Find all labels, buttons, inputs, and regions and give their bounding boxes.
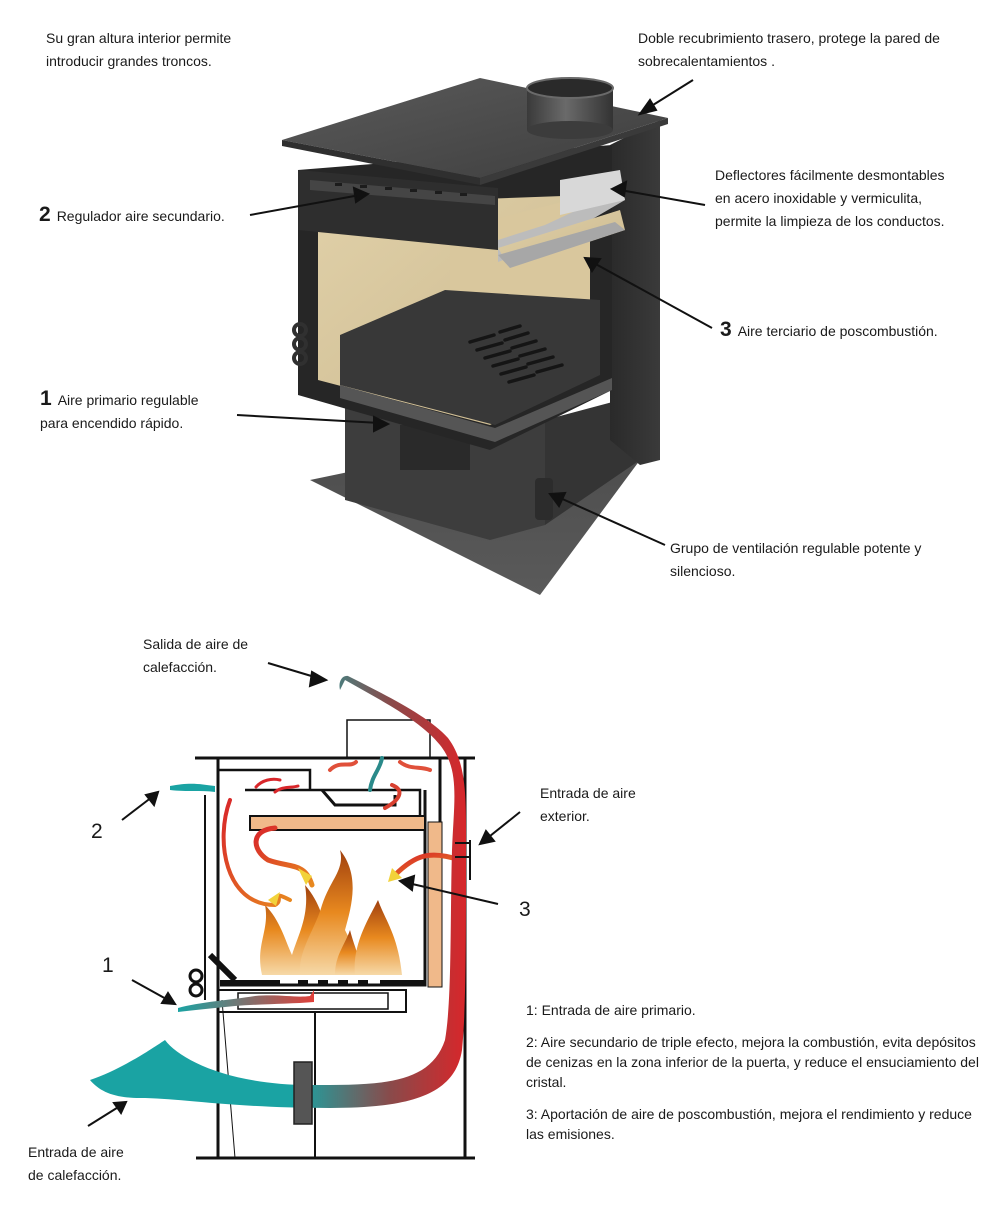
callout-text: exterior. [540, 808, 590, 824]
door-hinge [292, 322, 308, 366]
callout-number: 3 [720, 318, 732, 341]
exterior-air-fitting [455, 840, 471, 880]
callout-text: Doble recubrimiento trasero, protege la … [638, 30, 940, 46]
fan-unit [293, 1061, 313, 1125]
flames [260, 850, 402, 975]
legend-item-1: 1: Entrada de aire primario. [526, 1002, 696, 1018]
callout-text: de calefacción. [28, 1167, 122, 1183]
callout-primary-air: 1 Aire primario regulable para encendido … [40, 387, 199, 435]
callout-text: Aire primario regulable [57, 392, 199, 408]
body-right-side [610, 120, 660, 465]
callout-text: silencioso. [670, 563, 736, 579]
primary-air-inlet [178, 990, 314, 1012]
callout-text: calefacción. [143, 659, 217, 675]
heating-air-duct [90, 675, 467, 1108]
secondary-air-inlet [170, 783, 215, 792]
vermiculite-side [427, 821, 443, 988]
grate-slots [468, 324, 564, 384]
fan-intake [535, 478, 553, 520]
secondary-air-regulator [298, 170, 498, 250]
callout-heating-inlet: Entrada de aire de calefacción. [28, 1141, 124, 1187]
legend: 1: Entrada de aire primario. 2: Aire sec… [526, 1000, 986, 1156]
callout-interior-height: Su gran altura interior permite introduc… [46, 27, 231, 73]
vermiculite-baffle [249, 815, 426, 831]
callout-tertiary-air: 3 Aire terciario de poscombustión. [720, 318, 938, 343]
marker-3: 3 [519, 898, 531, 921]
flow-arrowhead [388, 868, 402, 882]
legend-item-2: 2: Aire secundario de triple efecto, mej… [526, 1034, 979, 1090]
callout-text: introducir grandes troncos. [46, 53, 212, 69]
callout-text: en acero inoxidable y vermiculita, [715, 190, 922, 206]
callout-text: Deflectores fácilmente desmontables [715, 167, 945, 183]
callout-deflectors: Deflectores fácilmente desmontables en a… [715, 164, 945, 233]
callout-text: permite la limpieza de los conductos. [715, 213, 945, 229]
callout-fan: Grupo de ventilación regulable potente y… [670, 537, 921, 583]
callout-text: Su gran altura interior permite [46, 30, 232, 46]
callout-text: Entrada de aire [28, 1144, 124, 1160]
callout-number: 2 [39, 203, 51, 226]
callout-arrows-bottom [87, 662, 521, 1127]
callout-text: Entrada de aire [540, 785, 636, 801]
casing-outline [195, 719, 475, 1160]
callout-text: sobrecalentamientos . [638, 53, 775, 69]
grate [207, 952, 425, 986]
callout-text: Aire terciario de poscombustión. [737, 323, 938, 339]
callout-exterior-inlet: Entrada de aire exterior. [540, 782, 636, 828]
flow-arrowhead [268, 892, 280, 906]
door-handle [188, 968, 204, 998]
stove-3d-illustration [236, 77, 713, 595]
callout-rear-cover: Doble recubrimiento trasero, protege la … [638, 27, 940, 73]
callout-secondary-air: 2 Regulador aire secundario. [39, 203, 225, 228]
legend-item-3: 3: Aportación de aire de poscombustión, … [526, 1106, 972, 1142]
marker-2: 2 [91, 820, 103, 843]
callout-number: 1 [40, 387, 52, 410]
marker-1: 1 [102, 954, 114, 977]
secondary-air-flow [221, 756, 463, 908]
callout-arrows-top [236, 79, 713, 546]
callout-text: Grupo de ventilación regulable potente y [670, 540, 922, 556]
callout-text: para encendido rápido. [40, 415, 184, 431]
flow-arrowhead [298, 868, 312, 885]
callout-heating-outlet: Salida de aire de calefacción. [143, 633, 248, 679]
callout-text: Salida de aire de [143, 636, 249, 652]
callout-text: Regulador aire secundario. [56, 208, 225, 224]
deflectors [498, 170, 625, 268]
flue-collar [526, 77, 614, 139]
